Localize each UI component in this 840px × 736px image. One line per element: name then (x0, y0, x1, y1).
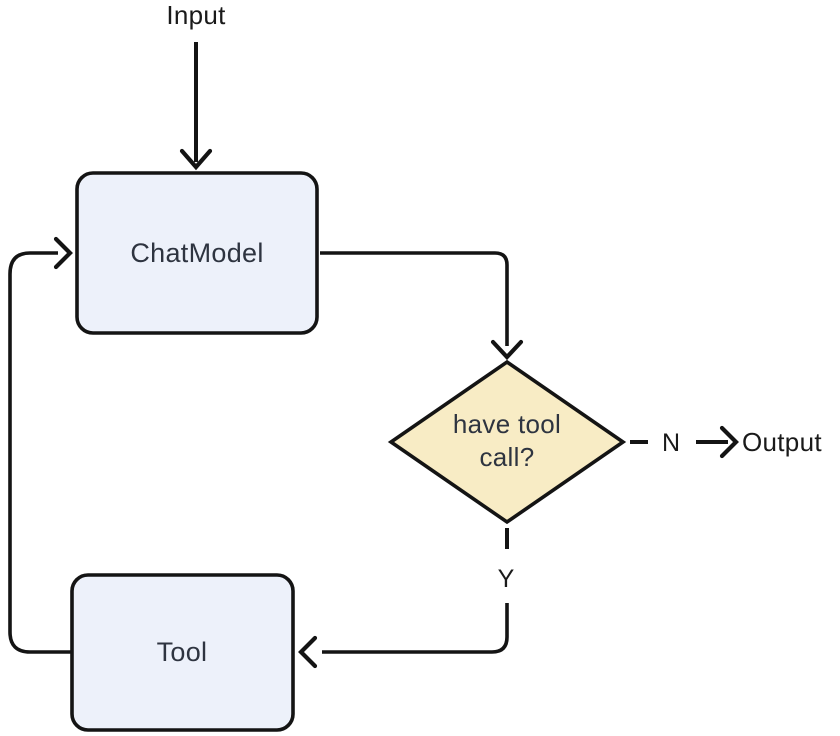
decision-label-line1: have tool (453, 409, 561, 439)
arrowhead-left-into-tool (298, 635, 318, 669)
arrowhead-right-into-output (719, 425, 739, 459)
yes-branch-label: Y (498, 565, 515, 593)
edge-chatmodel-to-decision (320, 251, 509, 346)
input-label: Input (166, 0, 226, 30)
edge-tool-to-chatmodel-loop (8, 251, 72, 654)
no-branch-label: N (662, 429, 680, 457)
output-label: Output (742, 427, 822, 457)
chatmodel-node (75, 171, 319, 335)
decision-label-line2: call? (480, 442, 535, 472)
decision-node (387, 359, 627, 525)
tool-node-label: Tool (157, 637, 208, 667)
arrowhead-right-into-chatmodel (53, 236, 73, 270)
arrowhead-down-into-decision (490, 339, 524, 361)
chatmodel-node-label: ChatModel (130, 238, 263, 268)
edge-decision-to-tool (322, 603, 509, 654)
arrowhead-down-into-chatmodel (179, 148, 213, 171)
